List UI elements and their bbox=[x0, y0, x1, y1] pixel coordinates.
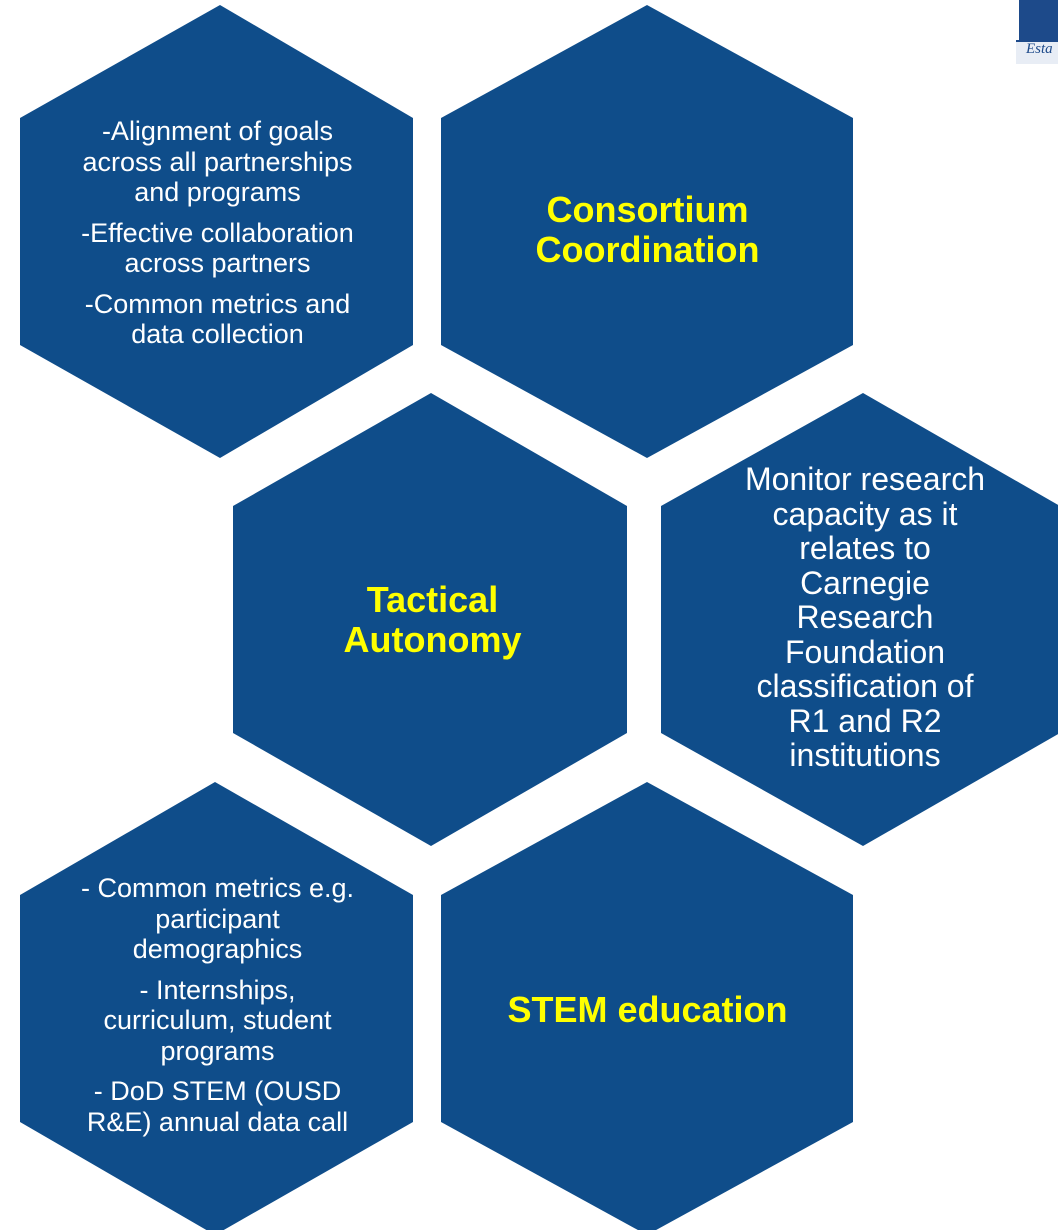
consortium-title: Consortium Coordination bbox=[535, 189, 760, 270]
stem-title-box: STEM education bbox=[500, 930, 795, 1090]
logo-text: Esta bbox=[1026, 41, 1053, 57]
stem-title: STEM education bbox=[507, 989, 788, 1031]
goals-text: -Alignment of goals across all partnersh… bbox=[75, 68, 360, 398]
consortium-title-box: Consortium Coordination bbox=[470, 150, 825, 310]
goals-collaboration: -Effective collaboration across partners bbox=[81, 217, 354, 279]
tactical-title-box: Tactical Autonomy bbox=[285, 540, 580, 700]
hexagon-research bbox=[661, 393, 1058, 846]
research-text: Monitor research capacity as it relates … bbox=[744, 461, 986, 774]
hexagon-consortium bbox=[441, 5, 853, 458]
hexagon-stem bbox=[441, 782, 853, 1230]
hexagon-metrics bbox=[20, 782, 413, 1230]
metrics-demographics: - Common metrics e.g. participant demogr… bbox=[80, 873, 355, 964]
logo-strip bbox=[1016, 40, 1058, 64]
hexagon-goals bbox=[20, 5, 413, 458]
tactical-title: Tactical Autonomy bbox=[343, 579, 522, 660]
metrics-internships: - Internships, curriculum, student progr… bbox=[103, 974, 332, 1066]
metrics-text: - Common metrics e.g. participant demogr… bbox=[70, 845, 365, 1165]
goals-common-metrics: -Common metrics and data collection bbox=[84, 288, 351, 350]
goals-alignment: -Alignment of goals across all partnersh… bbox=[82, 116, 353, 208]
metrics-data-call: - DoD STEM (OUSD R&E) annual data call bbox=[86, 1076, 349, 1137]
research-text-box: Monitor research capacity as it relates … bbox=[735, 425, 995, 810]
hexagon-tactical bbox=[233, 393, 627, 846]
